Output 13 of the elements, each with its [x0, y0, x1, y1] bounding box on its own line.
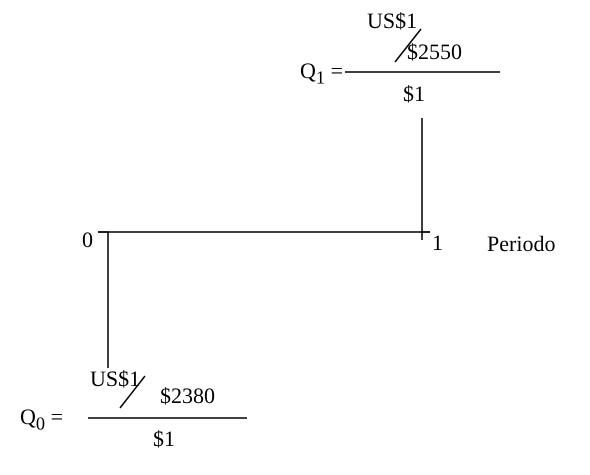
quantity-symbol: Q$_{0}$ = — [20, 406, 63, 433]
denominator-text: $1 — [153, 428, 175, 450]
numerator-text: US$1 — [90, 368, 140, 390]
time-line — [421, 118, 430, 233]
period-number: 1 — [432, 232, 443, 254]
denominator-text: $1 — [403, 83, 425, 105]
numerator-text: US$1 — [367, 10, 418, 32]
period-number: 0 — [82, 229, 93, 251]
axis-label: Periodo — [487, 233, 556, 255]
quantity-symbol: Q$_{1}$ = — [300, 60, 343, 87]
time-line — [98, 231, 109, 368]
exchange-rate-text: $2550 — [407, 41, 462, 63]
exchange-rate-text: $2380 — [160, 385, 215, 407]
